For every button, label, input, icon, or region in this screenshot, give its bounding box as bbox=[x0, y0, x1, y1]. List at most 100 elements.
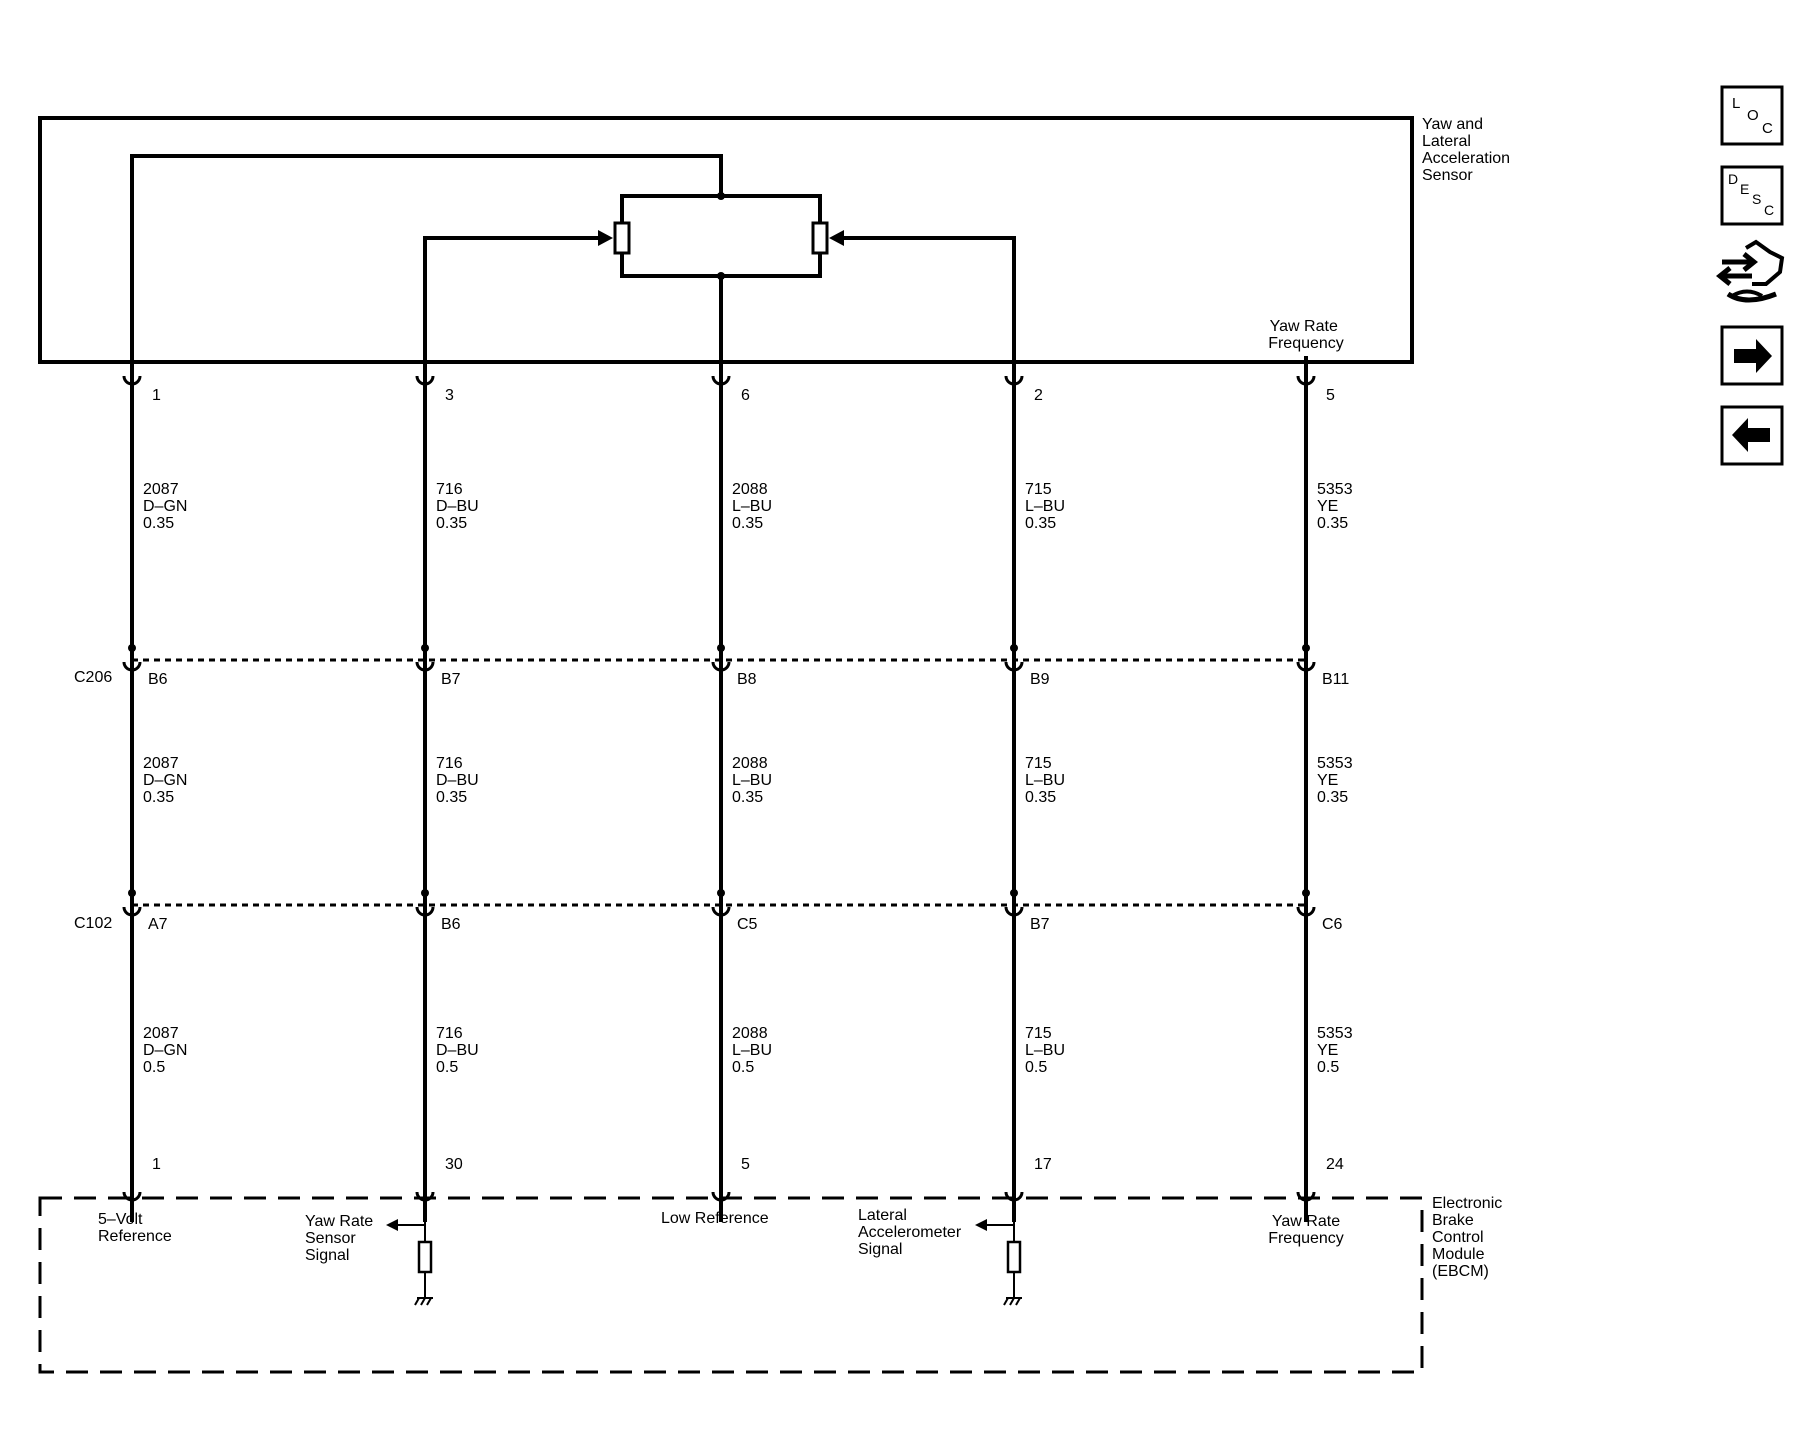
sensor-internal-circuit bbox=[130, 154, 1308, 362]
arrow-left-icon bbox=[1732, 418, 1770, 452]
sensor-terminal bbox=[711, 375, 731, 386]
ebcm-module: Electronic Brake Control Module (EBCM) bbox=[38, 1195, 1502, 1374]
splice-dot bbox=[717, 889, 725, 897]
sensor-housing bbox=[38, 116, 1414, 364]
circuit-column: 2B9B717715L–BU0.35715L–BU0.35715L–BU0.5L… bbox=[858, 362, 1065, 1258]
c206-terminal bbox=[1296, 661, 1316, 672]
wire-spec-label: 0.5 bbox=[1025, 1059, 1047, 1076]
svg-text:O: O bbox=[1747, 107, 1759, 124]
desc-button[interactable]: D E S C bbox=[1720, 165, 1784, 226]
sensor-terminal bbox=[1004, 375, 1024, 386]
c206-terminal bbox=[711, 661, 731, 672]
sensor-pin-label: 3 bbox=[445, 387, 454, 404]
wire-spec-label: 0.35 bbox=[1025, 515, 1056, 532]
loc-button[interactable]: L O C bbox=[1720, 85, 1784, 146]
svg-text:C: C bbox=[1762, 120, 1773, 137]
c102-pin-label: B7 bbox=[1030, 916, 1050, 933]
circuit-function-label: Frequency bbox=[1268, 1230, 1344, 1247]
circuit-function-label: Lateral bbox=[858, 1207, 907, 1224]
wire-spec-label: 0.35 bbox=[143, 789, 174, 806]
wire-spec-label: D–BU bbox=[436, 498, 479, 515]
wire-spec-label: YE bbox=[1317, 498, 1338, 515]
c206-pin-label: B7 bbox=[441, 671, 461, 688]
wire-spec-label: D–GN bbox=[143, 498, 187, 515]
circuit-column: 5B11C6245353YE0.355353YE0.355353YE0.5Yaw… bbox=[1268, 362, 1353, 1247]
wire-spec-label: L–BU bbox=[732, 1042, 772, 1059]
arrow-left-icon bbox=[829, 230, 844, 246]
circuits-layer: 1B6A712087D–GN0.352087D–GN0.352087D–GN0.… bbox=[98, 362, 1353, 1264]
circuit-function-label: Yaw Rate bbox=[305, 1213, 373, 1230]
wire-spec-label: 2088 bbox=[732, 755, 768, 772]
wire-spec-label: L–BU bbox=[732, 498, 772, 515]
splice-dot bbox=[717, 644, 725, 652]
circuit-column: 3B7B630716D–BU0.35716D–BU0.35716D–BU0.5Y… bbox=[305, 362, 479, 1264]
wire-spec-label: 0.35 bbox=[436, 515, 467, 532]
previous-button[interactable] bbox=[1720, 405, 1784, 466]
wire-spec-label: 2088 bbox=[732, 1025, 768, 1042]
ground-icon bbox=[414, 1297, 433, 1306]
c102-terminal bbox=[415, 906, 435, 917]
module-terminal bbox=[1004, 1191, 1024, 1202]
wire-spec-label: 2087 bbox=[143, 1025, 179, 1042]
wire-spec-label: D–GN bbox=[143, 772, 187, 789]
module-terminal bbox=[122, 1191, 142, 1202]
yaw-signal-pulldown bbox=[386, 1219, 433, 1306]
c102-terminal bbox=[711, 906, 731, 917]
wire-spec-label: 0.5 bbox=[436, 1059, 458, 1076]
wire-spec-label: 0.5 bbox=[732, 1059, 754, 1076]
svg-text:S: S bbox=[1752, 191, 1761, 207]
ebcm-housing bbox=[38, 1196, 1424, 1374]
splice-dot bbox=[128, 889, 136, 897]
sensor-title: Yaw and Lateral Acceleration Sensor bbox=[1422, 116, 1515, 184]
wire-spec-label: 0.35 bbox=[143, 515, 174, 532]
splice-dot bbox=[128, 644, 136, 652]
arrow-right-icon bbox=[1734, 339, 1772, 373]
circuit-function-label: Low Reference bbox=[661, 1210, 769, 1227]
navigation-panel: L O C D E S C bbox=[1715, 85, 1785, 466]
c206-terminal bbox=[1004, 661, 1024, 672]
splice-dot bbox=[1010, 644, 1018, 652]
wire-spec-label: 0.35 bbox=[1317, 789, 1348, 806]
circuit-function-label: Accelerometer bbox=[858, 1224, 962, 1241]
circuit-function-label: Signal bbox=[858, 1241, 902, 1258]
circuit-column: 1B6A712087D–GN0.352087D–GN0.352087D–GN0.… bbox=[98, 362, 187, 1245]
circuit-function-label: 5–Volt bbox=[98, 1211, 143, 1228]
c102-pin-label: A7 bbox=[148, 916, 168, 933]
c206-pin-label: B9 bbox=[1030, 671, 1050, 688]
connector-c102-label: C102 bbox=[74, 915, 112, 932]
circuit-function-label: Sensor bbox=[305, 1230, 356, 1247]
c102-pin-label: B6 bbox=[441, 916, 461, 933]
wire-spec-label: 715 bbox=[1025, 755, 1052, 772]
wire-spec-label: 715 bbox=[1025, 481, 1052, 498]
wire-spec-label: L–BU bbox=[1025, 498, 1065, 515]
c206-terminal bbox=[415, 661, 435, 672]
next-button[interactable] bbox=[1720, 325, 1784, 386]
wire-spec-label: 0.35 bbox=[1317, 515, 1348, 532]
wire-spec-label: 716 bbox=[436, 1025, 463, 1042]
c102-terminal bbox=[1296, 906, 1316, 917]
c102-pin-label: C5 bbox=[737, 916, 758, 933]
connector-harness-button[interactable] bbox=[1715, 239, 1785, 303]
splice-dot bbox=[421, 889, 429, 897]
wire-spec-label: D–BU bbox=[436, 772, 479, 789]
wire-spec-label: 0.35 bbox=[1025, 789, 1056, 806]
wire-spec-label: 716 bbox=[436, 481, 463, 498]
c206-pin-label: B8 bbox=[737, 671, 757, 688]
splice-dot bbox=[1302, 644, 1310, 652]
sensor-pin-label: 2 bbox=[1034, 387, 1043, 404]
wire-spec-label: 0.35 bbox=[436, 789, 467, 806]
c206-terminal bbox=[122, 661, 142, 672]
wire-spec-label: 5353 bbox=[1317, 755, 1353, 772]
sensor-pin-label: 6 bbox=[741, 387, 750, 404]
sensor-terminal bbox=[415, 375, 435, 386]
wire-spec-label: 0.5 bbox=[1317, 1059, 1339, 1076]
circuit-function-label: Reference bbox=[98, 1228, 172, 1245]
c102-terminal bbox=[1004, 906, 1024, 917]
svg-text:D: D bbox=[1728, 171, 1738, 187]
wire-spec-label: 2087 bbox=[143, 481, 179, 498]
c206-pin-label: B6 bbox=[148, 671, 168, 688]
module-pin-label: 5 bbox=[741, 1156, 750, 1173]
wire-spec-label: L–BU bbox=[1025, 772, 1065, 789]
wire-spec-label: 0.35 bbox=[732, 789, 763, 806]
